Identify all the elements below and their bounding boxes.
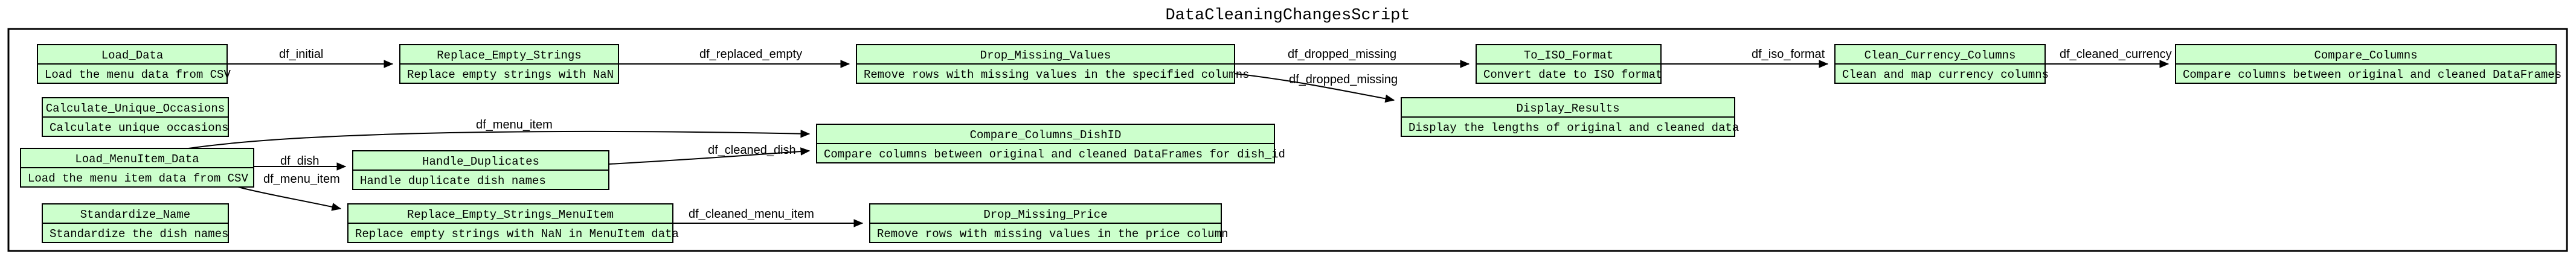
arrowhead-icon <box>840 60 850 68</box>
node-description: Calculate unique occasions <box>50 121 228 135</box>
arrowhead-icon <box>331 203 342 211</box>
edge-load_menuitem_data-to-handle_duplicates: df_dish <box>254 154 347 171</box>
node-name: Drop_Missing_Price <box>983 208 1107 221</box>
edge-label: df_replaced_empty <box>699 48 802 61</box>
diagram-title: DataCleaningChangesScript <box>1165 7 1410 25</box>
node-name: Standardize_Name <box>80 208 190 221</box>
edge-label: df_dropped_missing <box>1289 73 1398 86</box>
node-name: Replace_Empty_Strings <box>437 49 581 62</box>
node-name: Compare_Columns_DishID <box>970 128 1122 142</box>
node-description: Remove rows with missing values in the s… <box>864 68 1250 81</box>
node-description: Standardize the dish names <box>50 227 228 241</box>
node-description: Replace empty strings with NaN <box>407 68 614 81</box>
node-description: Clean and map currency columns <box>1842 68 2049 81</box>
edge-load_data-to-replace_empty_strings: df_initial <box>227 48 394 68</box>
node-description: Remove rows with missing values in the p… <box>877 227 1229 241</box>
arrowhead-icon <box>384 60 394 68</box>
node-name: Drop_Missing_Values <box>980 49 1111 62</box>
edge-drop_missing_values-to-to_iso_format: df_dropped_missing <box>1235 48 1470 68</box>
arrowhead-icon <box>853 219 864 227</box>
edge-to_iso_format-to-clean_currency_columns: df_iso_format <box>1661 48 1829 68</box>
node-name: Replace_Empty_Strings_MenuItem <box>407 208 614 221</box>
node-description: Convert date to ISO format <box>1483 68 1662 81</box>
node-name: To_ISO_Format <box>1524 49 1613 62</box>
node-name: Clean_Currency_Columns <box>1865 49 2016 62</box>
node-description: Handle duplicate dish names <box>360 174 546 188</box>
node-compare-columns-dishid: Compare_Columns_DishID Compare columns be… <box>816 124 1285 163</box>
edge-load_menuitem_data-to-compare_columns_dishid: df_menu_item <box>188 118 811 149</box>
node-description: Compare columns between original and cle… <box>2183 68 2562 81</box>
arrowhead-icon <box>1384 94 1395 103</box>
edges-layer: df_initial df_replaced_empty df_dropped_mi… <box>188 48 2172 227</box>
diagram-frame <box>7 28 2568 252</box>
arrowhead-icon <box>1460 60 1470 68</box>
edge-handle_duplicates-to-compare_columns_dishid: df_cleaned_dish <box>608 144 811 165</box>
node-name: Load_MenuItem_Data <box>75 153 199 166</box>
edge-label: df_dropped_missing <box>1288 48 1396 61</box>
node-description: Compare columns between original and cle… <box>824 148 1285 161</box>
arrowhead-icon <box>800 147 811 156</box>
node-name: Handle_Duplicates <box>422 155 539 168</box>
edge-label: df_initial <box>279 48 323 61</box>
edge-replace_empty_strings-to-drop_missing_values: df_replaced_empty <box>618 48 850 68</box>
edge-load_menuitem_data-to-replace_empty_strings_menuitem: df_menu_item <box>237 173 342 211</box>
edge-label: df_cleaned_menu_item <box>689 208 814 221</box>
edge-label: df_cleaned_dish <box>708 144 796 157</box>
node-description: Replace empty strings with NaN in MenuIt… <box>355 227 679 241</box>
node-name: Calculate_Unique_Occasions <box>46 102 225 115</box>
edge-label: df_cleaned_currency <box>2060 48 2172 61</box>
node-description: Display the lengths of original and clea… <box>1408 121 1739 135</box>
arrowhead-icon <box>2159 60 2170 68</box>
arrowhead-icon <box>336 162 347 171</box>
node-description: Load the menu item data from CSV <box>28 172 248 185</box>
node-name: Compare_Columns <box>2314 49 2417 62</box>
edge-line <box>608 150 810 165</box>
edge-replace_empty_strings_menuitem-to-drop_missing_price: df_cleaned_menu_item <box>673 208 864 227</box>
edge-line <box>188 130 810 149</box>
node-name: Display_Results <box>1516 102 1619 115</box>
arrowhead-icon <box>800 129 811 138</box>
edge-label: df_dish <box>280 154 320 168</box>
arrowhead-icon <box>1819 60 1829 68</box>
node-name: Load_Data <box>101 49 164 62</box>
edge-label: df_menu_item <box>476 118 553 132</box>
edge-label: df_iso_format <box>1752 48 1825 61</box>
edge-label: df_menu_item <box>263 173 340 186</box>
edge-line <box>237 186 341 209</box>
edge-line <box>1234 73 1395 101</box>
edge-clean_currency_columns-to-compare_columns: df_cleaned_currency <box>2045 48 2172 68</box>
node-description: Load the menu data from CSV <box>45 68 231 81</box>
edge-drop_missing_values-to-display_results: df_dropped_missing <box>1234 73 1398 103</box>
